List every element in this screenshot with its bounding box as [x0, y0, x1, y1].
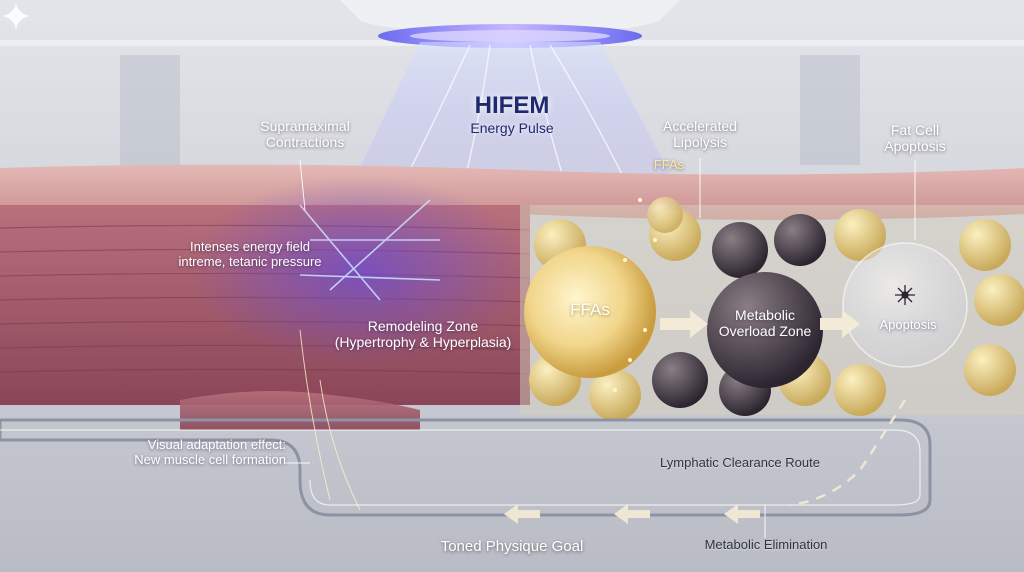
ffa-small-label: FFAs	[653, 157, 685, 172]
page-title: HIFEM	[474, 92, 550, 119]
energy-field-line1: Intenses energy field	[190, 239, 310, 254]
remodeling-line1: Remodeling Zone	[367, 318, 479, 334]
toned-physique-goal-label: Toned Physique Goal	[440, 538, 584, 555]
energy-field-line2: intreme, tetanic pressure	[178, 253, 322, 269]
metabolic-overload-label: Metabolic Overload Zone	[700, 307, 830, 339]
apoptosis-title-label: Fat Cell Apoptosis	[884, 122, 946, 155]
ffa-bubble-label: FFAs	[570, 300, 610, 319]
page-subtitle: Energy Pulse	[470, 119, 554, 136]
metabolic-line1: Metabolic	[735, 307, 795, 323]
adaptation-line1: Visual adaptation effect:	[147, 437, 286, 452]
contractions-label: Supramaximal Contractions	[260, 118, 350, 151]
adaptation-label: Visual adaptation effect: New muscle cel…	[86, 437, 286, 468]
hifem-title-block: HIFEM Energy Pulse	[440, 92, 584, 136]
apoptosis-label: Apoptosis	[879, 317, 937, 332]
arrow-right-icon	[660, 310, 860, 338]
metabolic-line2: Overload Zone	[718, 323, 812, 340]
remodeling-line2: (Hypertrophy & Hyperplasia)	[334, 334, 512, 351]
adaptation-line2: New muscle cell formation	[134, 451, 286, 467]
lymphatic-route-label: Lymphatic Clearance Route	[660, 455, 820, 470]
lipolysis-label: Accelerated Lipolysis	[663, 118, 737, 151]
metabolic-elimination-label: Metabolic Elimination	[704, 537, 828, 552]
gemini-sparkle-icon	[2, 2, 30, 30]
apoptosis-burst-icon	[895, 285, 915, 305]
remodeling-label: Remodeling Zone (Hypertrophy & Hyperplas…	[316, 318, 530, 350]
energy-field-label: Intenses energy field intreme, tetanic p…	[158, 239, 342, 270]
